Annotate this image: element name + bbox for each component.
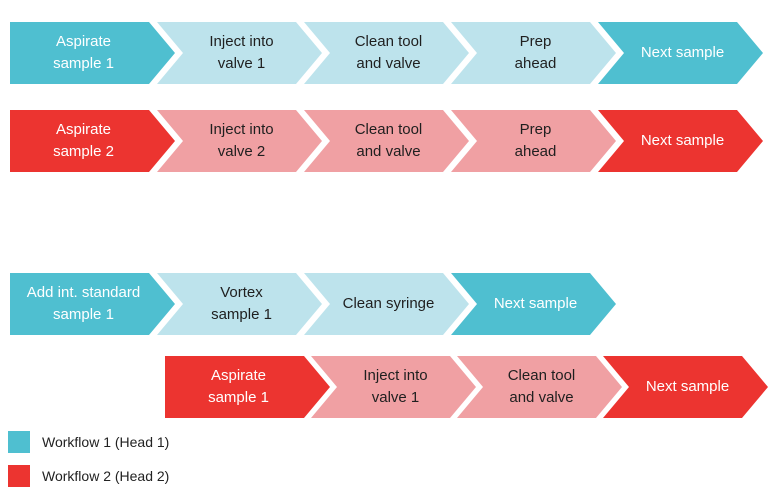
row2-step-4: Prep ahead — [451, 110, 616, 172]
row4-step-1: Aspirate sample 1 — [165, 356, 330, 418]
row1-step-5: Next sample — [598, 22, 763, 84]
row1-step-3-label: Clean tool and valve — [354, 33, 423, 72]
legend-item-workflow-2: Workflow 2 (Head 2) — [8, 465, 169, 487]
row2-step-2-label: Inject into valve 2 — [209, 121, 274, 160]
row3-step-2-label: Vortex sample 1 — [211, 284, 272, 323]
row3-step-4-label: Next sample — [493, 295, 578, 312]
row2-step-4-label: Prep ahead — [514, 121, 557, 160]
row2-step-1-label: Aspirate sample 2 — [53, 121, 114, 160]
row4-step-4-label: Next sample — [645, 378, 730, 395]
row3-step-1-label: Add int. standard sample 1 — [26, 284, 141, 323]
row4-step-2-label: Inject into valve 1 — [363, 367, 428, 406]
row3-step-1: Add int. standard sample 1 — [10, 273, 175, 335]
row2-step-3-label: Clean tool and valve — [354, 121, 423, 160]
row1-step-2-label: Inject into valve 1 — [209, 33, 274, 72]
row1-step-5-label: Next sample — [640, 44, 725, 61]
legend-label-workflow-2: Workflow 2 (Head 2) — [42, 468, 170, 484]
row4-step-4: Next sample — [603, 356, 768, 418]
row2-step-2: Inject into valve 2 — [157, 110, 322, 172]
row2-step-3: Clean tool and valve — [304, 110, 469, 172]
legend-swatch-workflow-2 — [8, 465, 30, 487]
row1-step-3: Clean tool and valve — [304, 22, 469, 84]
row4-step-1-label: Aspirate sample 1 — [208, 367, 269, 406]
row1-step-1-label: Aspirate sample 1 — [53, 33, 114, 72]
row3-step-3-label: Clean syringe — [342, 295, 435, 312]
row4-step-2: Inject into valve 1 — [311, 356, 476, 418]
row4-step-3-label: Clean tool and valve — [507, 367, 576, 406]
legend-label-workflow-1: Workflow 1 (Head 1) — [42, 434, 170, 450]
row2-step-5-label: Next sample — [640, 132, 725, 149]
row1-step-4-label: Prep ahead — [514, 33, 557, 72]
row3-step-4: Next sample — [451, 273, 616, 335]
row1-step-4: Prep ahead — [451, 22, 616, 84]
row3-step-3: Clean syringe — [304, 273, 469, 335]
row1-step-1: Aspirate sample 1 — [10, 22, 175, 84]
row2-step-1: Aspirate sample 2 — [10, 110, 175, 172]
row2-step-5: Next sample — [598, 110, 763, 172]
legend-swatch-workflow-1 — [8, 431, 30, 453]
row1-step-2: Inject into valve 1 — [157, 22, 322, 84]
row4-step-3: Clean tool and valve — [457, 356, 622, 418]
row3-step-2: Vortex sample 1 — [157, 273, 322, 335]
legend-item-workflow-1: Workflow 1 (Head 1) — [8, 431, 169, 453]
